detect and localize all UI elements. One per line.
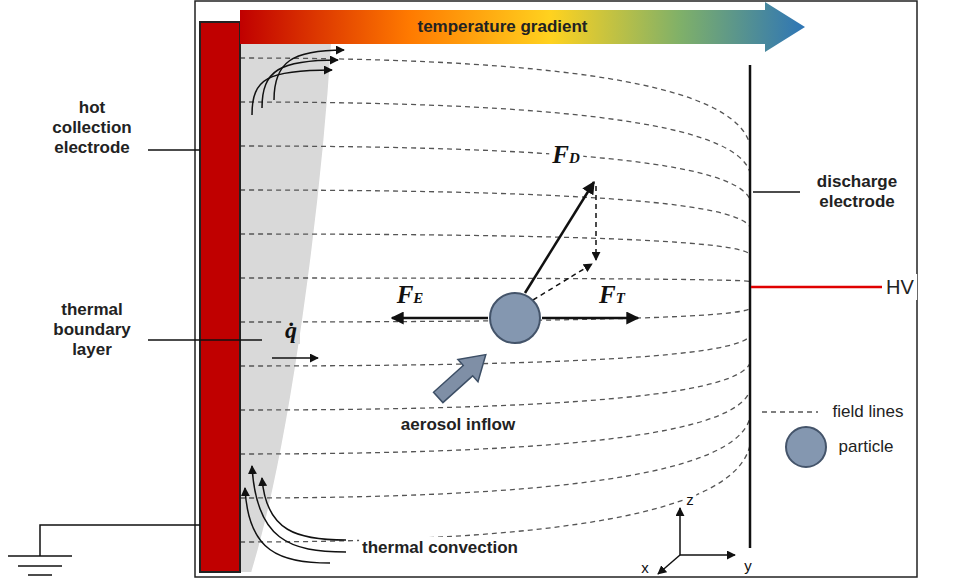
z-axis bbox=[679, 508, 681, 555]
node-text: temperature gradient bbox=[417, 17, 587, 37]
field-line bbox=[240, 445, 750, 542]
field-line bbox=[240, 391, 750, 454]
thermophoretic-force-arrow bbox=[542, 317, 638, 320]
drag-force-arrow bbox=[525, 182, 594, 293]
heat-flux-symbol: q̇ bbox=[282, 316, 300, 344]
field-line bbox=[240, 336, 750, 366]
voltage-label: HV bbox=[883, 274, 917, 300]
field-lines bbox=[240, 58, 750, 542]
field-line bbox=[240, 278, 750, 281]
ground-bar bbox=[28, 574, 52, 576]
field-line bbox=[240, 363, 750, 410]
gradient-arrow-body bbox=[240, 2, 805, 52]
leader-line bbox=[148, 339, 262, 341]
gradient-arrow: temperature gradient bbox=[240, 2, 805, 52]
axis-label: z bbox=[684, 492, 696, 508]
leader-line bbox=[753, 191, 800, 193]
block-arrow bbox=[428, 343, 496, 408]
thermal-convection-arrows bbox=[245, 50, 346, 563]
convection-arrow bbox=[274, 50, 344, 100]
leader-lines bbox=[148, 150, 800, 340]
thermal-boundary-layer bbox=[240, 40, 332, 572]
legend-sample bbox=[786, 427, 826, 467]
component-line bbox=[533, 264, 592, 300]
discharge-electrode bbox=[749, 65, 752, 548]
convection-arrow bbox=[252, 466, 346, 552]
field-line bbox=[240, 58, 750, 145]
ground-bar bbox=[18, 565, 62, 567]
ground-symbol bbox=[8, 525, 200, 575]
inflow-label: aerosol inflow bbox=[398, 414, 518, 436]
force-components bbox=[533, 186, 596, 300]
axis-label: y bbox=[742, 558, 754, 574]
component-line bbox=[595, 186, 597, 260]
convection-arrow bbox=[262, 60, 338, 108]
convection-arrow bbox=[262, 478, 346, 540]
force-label: FT bbox=[596, 282, 628, 311]
heat-flux-arrow bbox=[272, 357, 318, 359]
convection-label: thermal convection bbox=[359, 537, 521, 559]
force-label: FD bbox=[549, 142, 583, 171]
x-axis bbox=[658, 555, 680, 574]
hot-collection-electrode bbox=[200, 22, 240, 572]
hv-wire bbox=[751, 286, 882, 289]
field-line bbox=[240, 146, 750, 200]
coordinate-axes bbox=[658, 508, 735, 574]
field-line bbox=[240, 190, 750, 227]
axis-label: x bbox=[639, 560, 651, 576]
ground-bar bbox=[8, 555, 72, 557]
field-line bbox=[240, 102, 750, 172]
leader-line bbox=[148, 149, 200, 151]
boundary-layer-label: thermal boundary layer bbox=[37, 299, 147, 361]
legend-text: field lines bbox=[830, 401, 907, 423]
frame bbox=[195, 1, 917, 577]
aerosol-inflow-arrow bbox=[428, 343, 496, 408]
legend-sample bbox=[762, 411, 818, 412]
particle bbox=[490, 293, 540, 343]
force-label: FE bbox=[394, 282, 427, 311]
electrode-label: discharge electrode bbox=[802, 171, 912, 213]
legend-samples bbox=[762, 412, 826, 467]
y-axis bbox=[680, 554, 735, 556]
electric-force-arrow bbox=[392, 317, 488, 320]
legend-text: particle bbox=[836, 436, 897, 458]
ground-wire bbox=[40, 525, 200, 556]
field-line bbox=[240, 234, 750, 254]
electrode-label: hot collection electrode bbox=[37, 97, 147, 159]
convection-arrow bbox=[245, 488, 330, 563]
